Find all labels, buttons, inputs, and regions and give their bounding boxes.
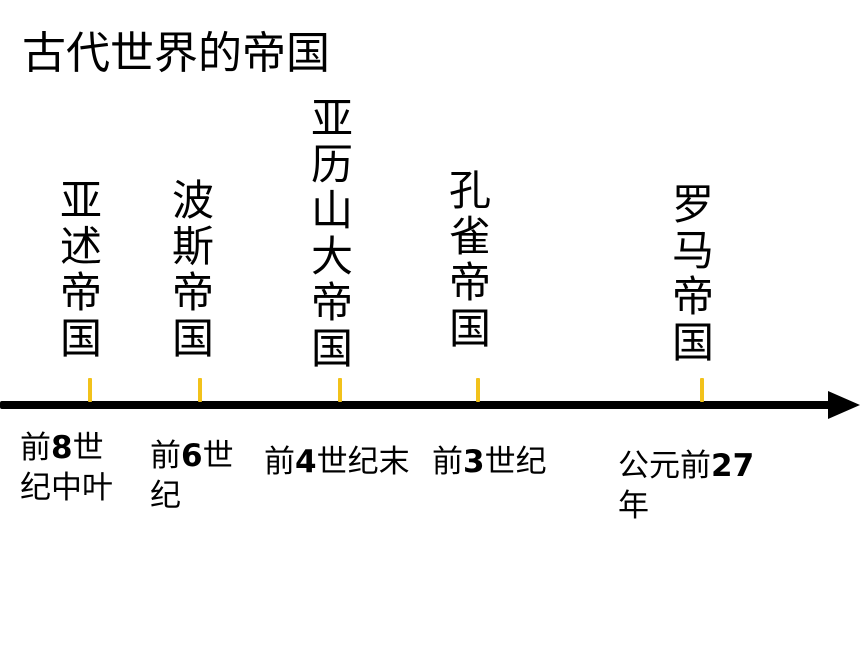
timeline-tick	[476, 378, 480, 402]
empire-label-maurya: 孔雀帝国	[448, 166, 491, 353]
empire-label-assyria: 亚述帝国	[59, 176, 102, 363]
timeline-tick	[88, 378, 92, 402]
timeline-axis	[0, 401, 836, 409]
date-label-maurya: 前3世纪	[432, 444, 547, 480]
date-label-persia: 前6世纪	[150, 438, 234, 514]
empire-label-alexander: 亚历山大帝国	[310, 94, 353, 373]
date-label-assyria: 前8世纪中叶	[20, 430, 113, 506]
page-title: 古代世界的帝国	[22, 28, 330, 79]
date-label-rome: 公元前27年	[618, 448, 755, 524]
timeline-tick	[338, 378, 342, 402]
timeline-arrow-icon	[828, 391, 860, 419]
empire-label-rome: 罗马帝国	[671, 180, 714, 367]
empire-label-persia: 波斯帝国	[171, 176, 214, 363]
timeline-tick	[700, 378, 704, 402]
timeline-tick	[198, 378, 202, 402]
date-label-alexander: 前4世纪末	[264, 444, 410, 480]
